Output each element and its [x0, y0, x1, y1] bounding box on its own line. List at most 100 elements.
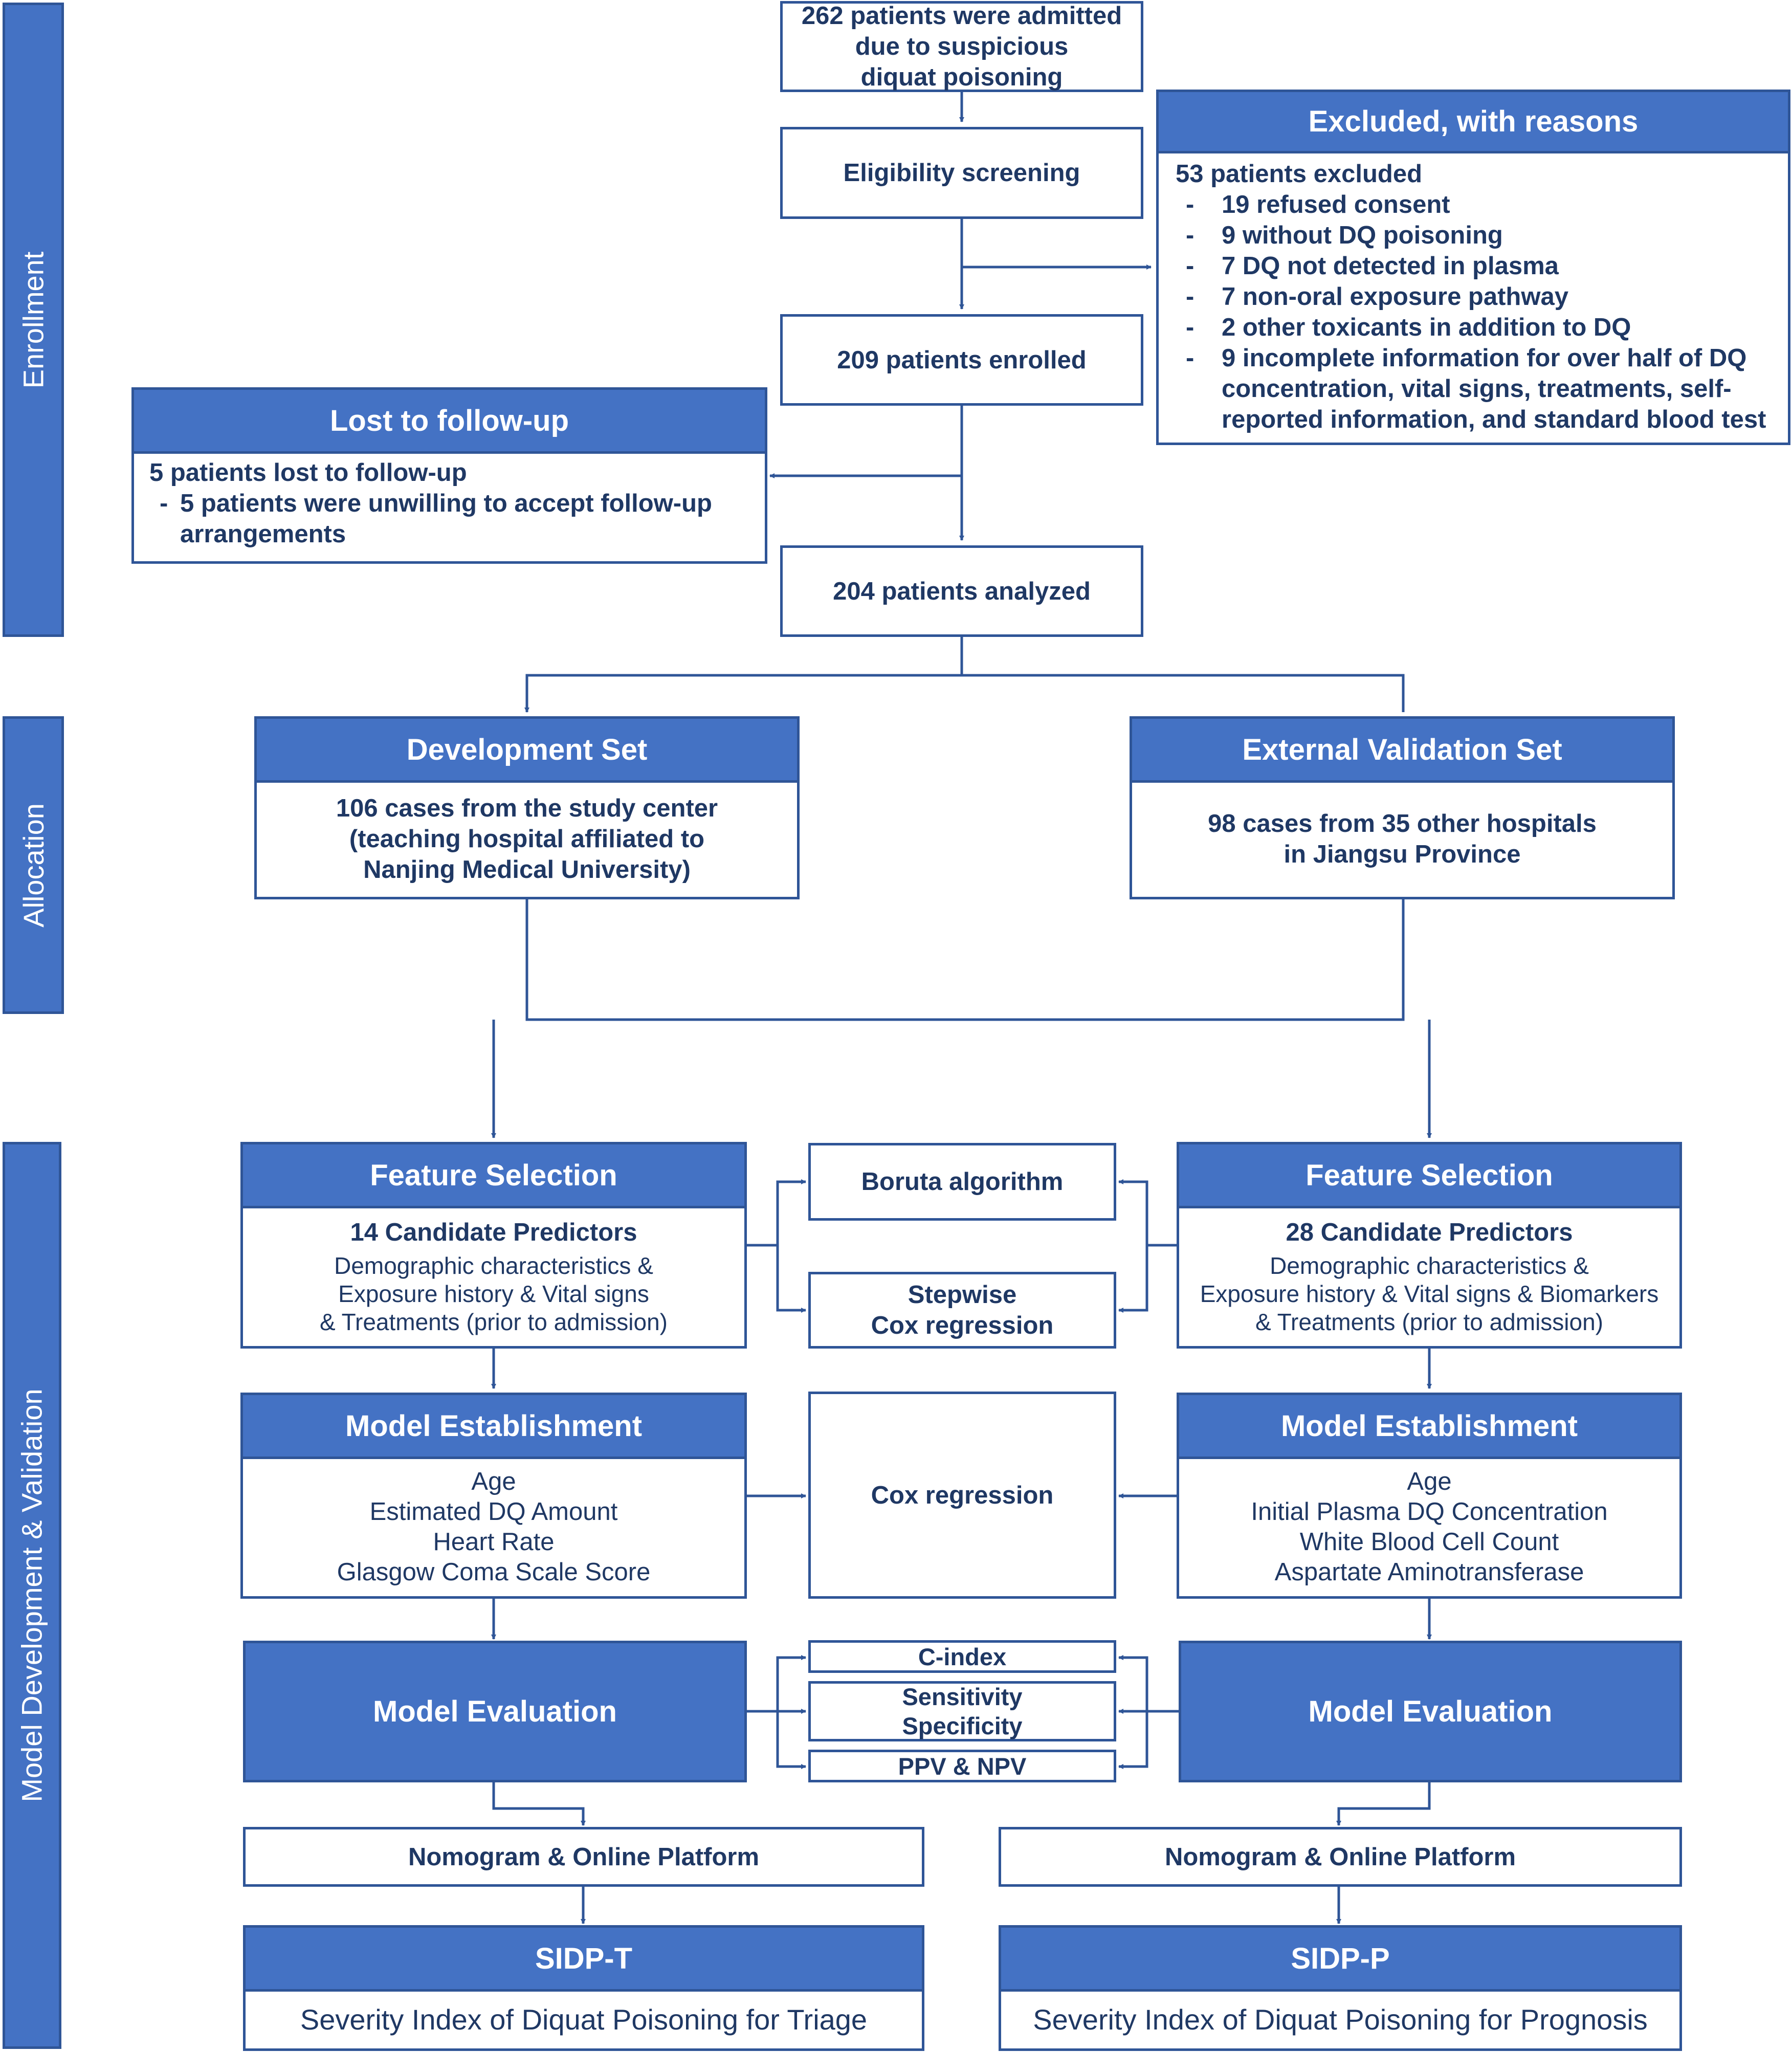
lost-reasons: 5 patients were unwilling to accept foll… — [149, 488, 749, 549]
left-evaluation-label: Model Evaluation — [373, 1695, 617, 1728]
right-feature-title: Feature Selection — [1179, 1144, 1679, 1208]
right-evaluation-box: Model Evaluation — [1179, 1641, 1682, 1782]
validation-set-title: External Validation Set — [1132, 719, 1672, 783]
left-model-variable: Glasgow Coma Scale Score — [337, 1558, 651, 1586]
excluded-reason: 7 DQ not detected in plasma — [1176, 251, 1773, 281]
right-feature-line: & Treatments (prior to admission) — [1255, 1308, 1603, 1335]
right-feature-line: Exposure history & Vital signs & Biomark… — [1200, 1280, 1659, 1307]
left-predictors: 14 Candidate Predictors — [350, 1218, 637, 1246]
admitted-line: diquat poisoning — [860, 63, 1063, 91]
section-enrollment: Enrollment — [3, 3, 64, 637]
right-evaluation-label: Model Evaluation — [1308, 1695, 1553, 1728]
excluded-reason: 2 other toxicants in addition to DQ — [1176, 312, 1773, 343]
validation-set-box: External Validation Set 98 cases from 35… — [1130, 716, 1675, 899]
sidp-p-title: SIDP-P — [1001, 1928, 1679, 1992]
development-line: (teaching hospital affiliated to — [349, 825, 705, 853]
left-feature-line: Exposure history & Vital signs — [338, 1280, 649, 1307]
section-allocation: Allocation — [3, 716, 64, 1014]
ppv-npv-box: PPV & NPV — [808, 1750, 1116, 1782]
development-set-title: Development Set — [257, 719, 797, 783]
left-feature-body: 14 Candidate Predictors Demographic char… — [243, 1207, 744, 1346]
excluded-reason: 9 without DQ poisoning — [1176, 220, 1773, 251]
right-nomogram-label: Nomogram & Online Platform — [1164, 1843, 1516, 1871]
section-label: Enrollment — [17, 251, 50, 388]
right-model-title: Model Establishment — [1179, 1395, 1679, 1459]
screening-label: Eligibility screening — [843, 159, 1080, 187]
sidp-t-title: SIDP-T — [246, 1928, 922, 1992]
screening-box: Eligibility screening — [780, 127, 1143, 219]
sidp-p-desc: Severity Index of Diquat Poisoning for P… — [1033, 2003, 1648, 2036]
excluded-title: Excluded, with reasons — [1159, 92, 1788, 153]
left-model-variable: Estimated DQ Amount — [369, 1497, 618, 1526]
excluded-box: Excluded, with reasons 53 patients exclu… — [1156, 90, 1790, 445]
right-model-variable: Aspartate Aminotransferase — [1274, 1558, 1584, 1586]
lost-reason: 5 patients were unwilling to accept foll… — [149, 488, 749, 549]
right-feature-selection-box: Feature Selection 28 Candidate Predictor… — [1177, 1142, 1682, 1349]
excluded-reasons: 19 refused consent 9 without DQ poisonin… — [1176, 189, 1773, 435]
stepwise-box: Stepwise Cox regression — [808, 1272, 1116, 1349]
left-model-variable: Heart Rate — [433, 1528, 555, 1556]
cox-regression-box: Cox regression — [808, 1392, 1116, 1599]
right-predictors: 28 Candidate Predictors — [1286, 1218, 1573, 1246]
left-model-box: Model Establishment Age Estimated DQ Amo… — [240, 1393, 747, 1599]
excluded-reason: 19 refused consent — [1176, 189, 1773, 220]
sens-spec-line: Sensitivity — [902, 1683, 1023, 1710]
cindex-box: C-index — [808, 1640, 1116, 1673]
right-feature-line: Demographic characteristics & — [1270, 1252, 1589, 1279]
analyzed-label: 204 patients analyzed — [833, 577, 1091, 605]
section-label: Allocation — [17, 803, 50, 928]
development-set-box: Development Set 106 cases from the study… — [254, 716, 800, 899]
right-feature-body: 28 Candidate Predictors Demographic char… — [1179, 1207, 1679, 1346]
excluded-summary: 53 patients excluded — [1176, 160, 1423, 188]
development-line: 106 cases from the study center — [336, 795, 718, 822]
boruta-label: Boruta algorithm — [861, 1168, 1064, 1196]
left-feature-line: Demographic characteristics & — [334, 1252, 653, 1279]
left-feature-selection-box: Feature Selection 14 Candidate Predictor… — [240, 1142, 747, 1349]
enrolled-label: 209 patients enrolled — [837, 346, 1087, 374]
sidp-p-box: SIDP-P Severity Index of Diquat Poisonin… — [999, 1925, 1682, 2051]
enrolled-box: 209 patients enrolled — [780, 314, 1143, 406]
right-model-variable: White Blood Cell Count — [1299, 1528, 1559, 1556]
development-set-body: 106 cases from the study center (teachin… — [257, 781, 797, 897]
right-model-variable: Age — [1407, 1467, 1452, 1495]
admitted-box: 262 patients were admitted due to suspic… — [780, 1, 1143, 92]
boruta-box: Boruta algorithm — [808, 1143, 1116, 1221]
right-model-variable: Initial Plasma DQ Concentration — [1251, 1497, 1608, 1526]
lost-summary: 5 patients lost to follow-up — [149, 459, 467, 487]
excluded-body: 53 patients excluded 19 refused consent … — [1159, 159, 1788, 443]
excluded-reason: 9 incomplete information for over half o… — [1176, 343, 1773, 435]
left-model-variable: Age — [471, 1467, 516, 1495]
cox-regression-label: Cox regression — [871, 1481, 1054, 1509]
validation-line: 98 cases from 35 other hospitals — [1208, 810, 1597, 837]
analyzed-box: 204 patients analyzed — [780, 545, 1143, 637]
validation-set-body: 98 cases from 35 other hospitals in Jian… — [1132, 781, 1672, 897]
section-label: Model Development & Validation — [16, 1388, 48, 1802]
left-feature-line: & Treatments (prior to admission) — [319, 1308, 668, 1335]
left-model-title: Model Establishment — [243, 1395, 744, 1459]
right-model-body: Age Initial Plasma DQ Concentration Whit… — [1179, 1458, 1679, 1596]
lost-title: Lost to follow-up — [134, 390, 765, 454]
lost-box: Lost to follow-up 5 patients lost to fol… — [131, 387, 767, 564]
sidp-t-box: SIDP-T Severity Index of Diquat Poisonin… — [243, 1925, 924, 2051]
left-model-body: Age Estimated DQ Amount Heart Rate Glasg… — [243, 1458, 744, 1596]
sens-spec-line: Specificity — [902, 1712, 1023, 1739]
stepwise-line: Cox regression — [871, 1312, 1054, 1339]
right-nomogram-box: Nomogram & Online Platform — [999, 1827, 1682, 1887]
left-nomogram-label: Nomogram & Online Platform — [408, 1843, 760, 1871]
excluded-reason: 7 non-oral exposure pathway — [1176, 281, 1773, 312]
sens-spec-box: Sensitivity Specificity — [808, 1681, 1116, 1741]
left-feature-title: Feature Selection — [243, 1144, 744, 1208]
left-evaluation-box: Model Evaluation — [243, 1641, 747, 1782]
validation-line: in Jiangsu Province — [1284, 841, 1521, 868]
admitted-line: due to suspicious — [855, 33, 1069, 60]
ppv-npv-label: PPV & NPV — [898, 1752, 1027, 1780]
development-line: Nanjing Medical University) — [363, 856, 691, 884]
admitted-line: 262 patients were admitted — [801, 2, 1122, 30]
left-nomogram-box: Nomogram & Online Platform — [243, 1827, 924, 1887]
section-model-development: Model Development & Validation — [3, 1142, 61, 2049]
sidp-t-desc: Severity Index of Diquat Poisoning for T… — [300, 2003, 868, 2036]
cindex-label: C-index — [918, 1643, 1007, 1670]
right-model-box: Model Establishment Age Initial Plasma D… — [1177, 1393, 1682, 1599]
lost-body: 5 patients lost to follow-up 5 patients … — [134, 457, 765, 561]
